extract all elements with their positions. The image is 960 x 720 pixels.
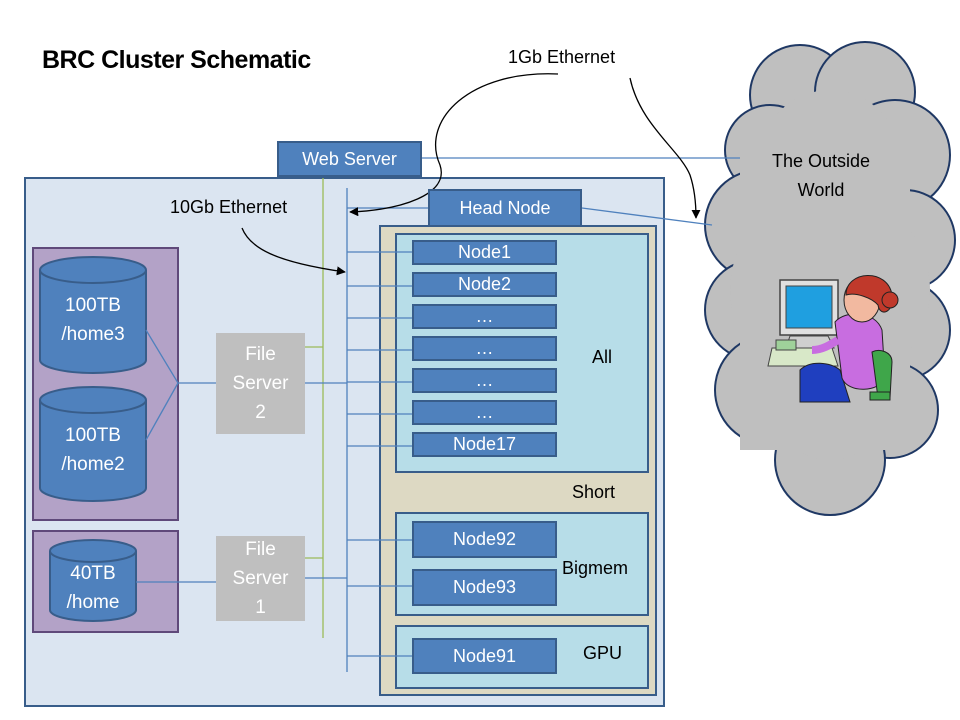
node-box: Node1 <box>412 240 557 265</box>
storage-home3-label: 100TB /home3 <box>61 295 125 345</box>
node-box: … <box>412 368 557 393</box>
head-node-box: Head Node <box>428 189 582 227</box>
1gb-network-lines <box>305 178 324 638</box>
annotation-arrows <box>241 73 701 276</box>
node-box: … <box>412 336 557 361</box>
web-server-box: Web Server <box>277 141 422 177</box>
file-server-1-box: File Server 1 <box>216 536 305 621</box>
1gb-ethernet-label: 1Gb Ethernet <box>508 47 616 67</box>
user-at-computer-icon <box>767 275 899 403</box>
10gb-ethernet-label: 10Gb Ethernet <box>170 197 288 217</box>
short-partition-label: Short <box>572 482 616 502</box>
node-box: … <box>412 304 557 329</box>
storage-home-label: 40TB /home <box>66 563 120 613</box>
gpu-partition-label: GPU <box>583 643 623 663</box>
node-box: Node17 <box>412 432 557 457</box>
disk-home3 <box>39 256 147 374</box>
outside-world-label: The Outside World <box>771 151 871 200</box>
storage-home2-label: 100TB /home2 <box>61 425 125 475</box>
node-box: Node93 <box>412 569 557 606</box>
bigmem-partition-label: Bigmem <box>562 558 629 578</box>
all-partition-label: All <box>592 347 613 367</box>
node-box: Node2 <box>412 272 557 297</box>
page-title: BRC Cluster Schematic <box>42 46 311 74</box>
file-server-2-box: File Server 2 <box>216 333 305 434</box>
disk-home <box>49 539 137 622</box>
node-box: Node91 <box>412 638 557 674</box>
disk-home2 <box>39 386 147 502</box>
node-box: … <box>412 400 557 425</box>
node-box: Node92 <box>412 521 557 558</box>
10gb-network-lines <box>136 157 740 672</box>
